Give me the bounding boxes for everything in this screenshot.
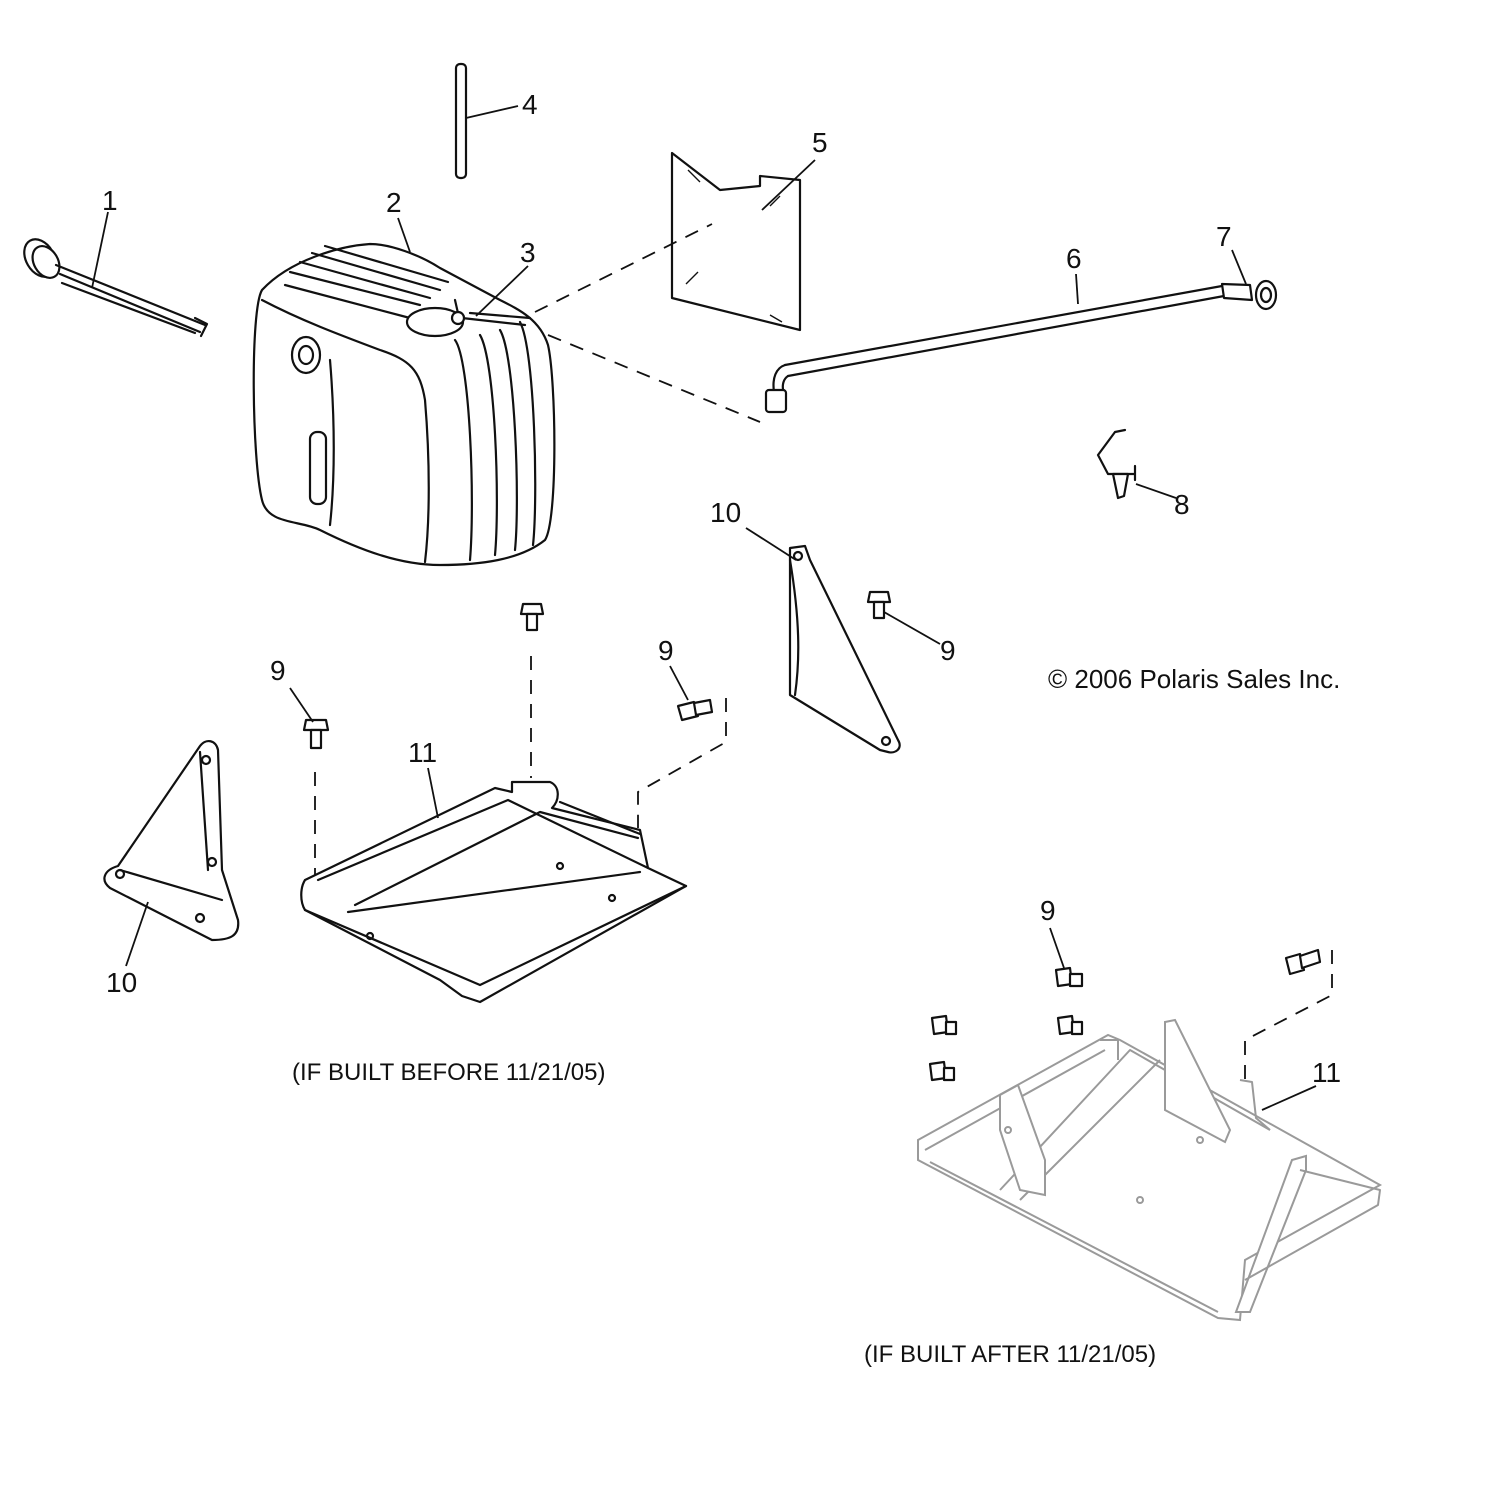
part-9-bolt-after-2 [1284, 948, 1322, 976]
callout-9-after: 9 [1040, 895, 1056, 926]
callout-9-right: 9 [940, 635, 956, 666]
callout-3: 3 [520, 237, 536, 268]
callout-2: 2 [386, 187, 402, 218]
part-9-bolt-right [866, 590, 892, 620]
callout-10-upper: 10 [710, 497, 741, 528]
callout-5: 5 [812, 127, 828, 158]
caption-before: (IF BUILT BEFORE 11/21/05) [292, 1059, 605, 1086]
caption-after: (IF BUILT AFTER 11/21/05) [864, 1341, 1156, 1368]
part-9-bolt-after-5 [928, 1060, 956, 1082]
part-9-bolt-after-4 [1056, 1014, 1084, 1036]
copyright-notice: © 2006 Polaris Sales Inc. [1048, 664, 1340, 694]
callout-1: 1 [102, 185, 118, 216]
part-9-bolt-top [519, 602, 545, 632]
callout-4: 4 [522, 89, 538, 120]
part-6-fuel-line [764, 284, 1226, 414]
callout-7: 7 [1216, 221, 1232, 252]
callout-9-mid: 9 [658, 635, 674, 666]
part-10-bracket-right [788, 544, 901, 754]
frame-after [917, 1018, 1383, 1322]
part-3-vent-fitting [450, 298, 532, 327]
callout-6: 6 [1066, 243, 1082, 274]
callout-11-before: 11 [408, 737, 437, 768]
callout-11-after: 11 [1312, 1057, 1341, 1088]
part-9-bolt-left [302, 718, 330, 750]
part-9-bolt-after-3 [930, 1014, 958, 1036]
part-11-tray-before [300, 780, 688, 1004]
callout-9-left: 9 [270, 655, 286, 686]
part-8-clip [1096, 428, 1137, 500]
part-5-tank-pad [670, 151, 802, 332]
callout-10-lower: 10 [106, 967, 137, 998]
callout-8: 8 [1174, 489, 1190, 520]
part-7-fitting [1220, 279, 1278, 311]
part-4-vent-hose [454, 62, 468, 180]
part-10-bracket-left [103, 740, 240, 942]
part-9-bolt-mid [676, 698, 714, 722]
part-9-bolt-after-1 [1054, 966, 1084, 988]
part-1-fuel-sender [23, 238, 209, 338]
part-2-fuel-tank [252, 242, 556, 567]
